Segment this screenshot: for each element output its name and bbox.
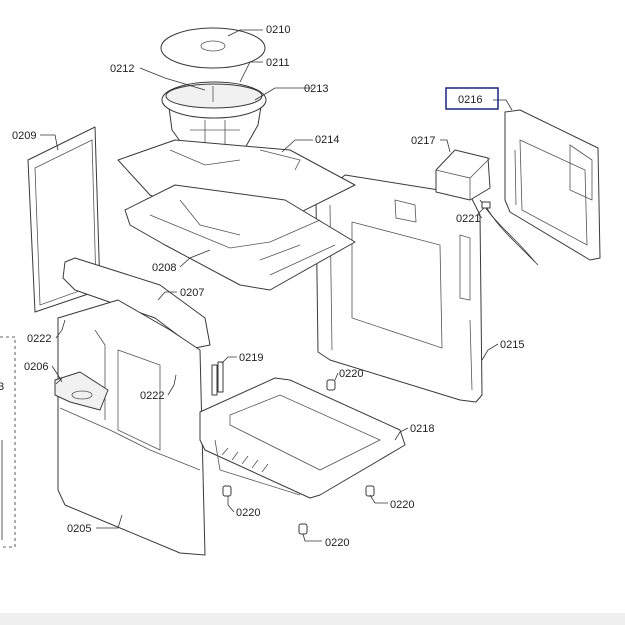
callout-0219[interactable]: 0219 <box>239 352 263 364</box>
callout-0220-bottom[interactable]: 0220 <box>325 537 349 549</box>
callout-labels: 0210 0211 0212 0213 0214 0209 0216 0217 … <box>0 24 524 549</box>
callout-edge-3: 3 <box>0 381 4 393</box>
arm-part <box>62 257 211 349</box>
callout-0217[interactable]: 0217 <box>411 135 435 147</box>
hopper-assembly-part <box>160 27 267 157</box>
callout-0220-top[interactable]: 0220 <box>339 368 363 380</box>
callout-0209[interactable]: 0209 <box>12 130 36 142</box>
leader-lines <box>40 29 513 542</box>
callout-0213[interactable]: 0213 <box>304 83 328 95</box>
edge-detail-box <box>0 336 16 548</box>
callout-0222-right[interactable]: 0222 <box>140 390 164 402</box>
callout-0218[interactable]: 0218 <box>410 423 434 435</box>
callout-0215[interactable]: 0215 <box>500 339 524 351</box>
callout-0212[interactable]: 0212 <box>110 63 134 75</box>
front-body-part <box>54 299 206 556</box>
top-cover-part <box>117 139 356 241</box>
screw-part <box>211 361 224 396</box>
callout-0214[interactable]: 0214 <box>315 134 339 146</box>
callout-0211[interactable]: 0211 <box>266 57 290 69</box>
frame-tray-part <box>124 184 356 291</box>
drip-tray-part <box>199 377 406 499</box>
callout-0208[interactable]: 0208 <box>152 262 176 274</box>
callout-0220-right[interactable]: 0220 <box>390 499 414 511</box>
callout-0205[interactable]: 0205 <box>67 523 91 535</box>
callout-highlight-box <box>445 87 499 110</box>
switch-block-part <box>435 149 539 266</box>
side-frame-part <box>315 174 483 403</box>
back-panel-part <box>504 109 601 261</box>
footer-bar <box>0 613 625 625</box>
callout-0210[interactable]: 0210 <box>266 24 290 36</box>
callout-0216[interactable]: 0216 <box>458 94 482 106</box>
callout-0222-left[interactable]: 0222 <box>27 333 51 345</box>
callout-0221[interactable]: 0221 <box>456 213 480 225</box>
callout-0220-left[interactable]: 0220 <box>236 507 260 519</box>
callout-0207[interactable]: 0207 <box>180 287 204 299</box>
callout-0206[interactable]: 0206 <box>24 361 48 373</box>
